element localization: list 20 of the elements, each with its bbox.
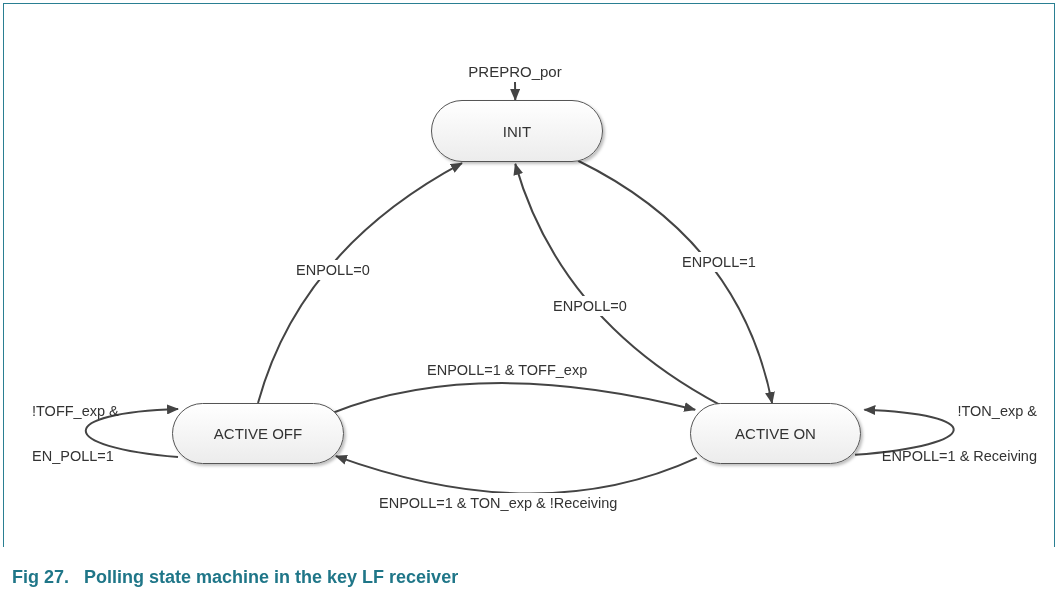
edge-label: ENPOLL=0	[551, 296, 629, 316]
state-box	[690, 403, 861, 464]
state-name: INIT	[502, 122, 532, 140]
edge-label: !TON_exp & ENPOLL=1 & Receiving	[880, 402, 1038, 466]
transition-arrow	[577, 159, 775, 404]
edge-label: ENPOLL=0	[294, 260, 372, 280]
state-box	[172, 403, 344, 464]
self-loop-arrow	[854, 405, 955, 456]
state-name: ACTIVE ON	[735, 425, 816, 442]
transition-arrow	[334, 454, 698, 495]
state-box	[431, 100, 603, 162]
transition-arrow	[510, 81, 521, 101]
edge-label: ENPOLL=1 & TON_exp & !Receiving	[377, 493, 620, 513]
signal-name: PREPRO_por	[468, 62, 562, 80]
transition-arrow	[257, 162, 463, 404]
edge-label: ENPOLL=1	[680, 252, 758, 272]
edge-label: !TOFF_exp & EN_POLL=1	[31, 402, 120, 466]
self-loop-arrow	[84, 404, 179, 458]
state-name: ACTIVE OFF	[213, 425, 303, 442]
figure-caption: Fig 27. Polling state machine in the key LF receiver	[12, 567, 459, 588]
